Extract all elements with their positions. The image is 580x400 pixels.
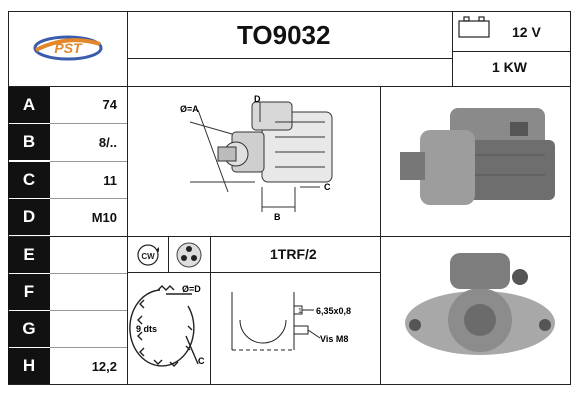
row-c-letter: C bbox=[22, 170, 36, 189]
starter-front-photo bbox=[405, 253, 555, 355]
header-logo-divider bbox=[127, 11, 128, 86]
flange-arc bbox=[239, 319, 287, 344]
pinion-photo bbox=[400, 152, 425, 180]
gear-dia-d: Ø=D bbox=[182, 284, 201, 294]
rotation-label: CW bbox=[141, 252, 155, 261]
gear-teeth-count: 9 dts bbox=[136, 324, 157, 334]
border-left bbox=[8, 11, 9, 385]
battery-icon bbox=[458, 16, 490, 38]
border-bottom bbox=[8, 384, 571, 385]
row-f-letter: F bbox=[23, 282, 35, 301]
row-h-cell: H bbox=[8, 348, 50, 384]
row-g-cell: G bbox=[8, 311, 50, 347]
row-sep-cd bbox=[50, 198, 127, 199]
mount-col-divider bbox=[210, 236, 211, 384]
header-spec-divider bbox=[452, 11, 453, 86]
mid-divider bbox=[8, 236, 571, 237]
logo-ring bbox=[33, 35, 103, 61]
header-divider bbox=[8, 86, 571, 87]
header-spec-row-divider bbox=[452, 51, 571, 52]
row-e-letter: E bbox=[23, 245, 35, 264]
row-c-cell: C bbox=[8, 162, 50, 198]
solenoid bbox=[251, 101, 293, 131]
pinion-front-photo bbox=[464, 304, 496, 336]
label-dia-a: Ø=A bbox=[180, 104, 199, 114]
mount-row-divider bbox=[127, 272, 380, 273]
border-top bbox=[8, 11, 571, 12]
screw-icon bbox=[293, 325, 309, 335]
row-g-letter: G bbox=[22, 319, 36, 338]
image-col-divider bbox=[380, 86, 381, 384]
starter-side-photo bbox=[400, 108, 555, 205]
row-b-value: 8/.. bbox=[98, 135, 117, 150]
row-a-value: 74 bbox=[102, 97, 117, 112]
terminal-screw: Vis M8 bbox=[320, 334, 348, 344]
label-b: B bbox=[274, 212, 281, 222]
row-sep-fg bbox=[50, 310, 127, 311]
pinion-gear-diagram: Ø=D 9 dts C bbox=[129, 284, 205, 367]
label-d: D bbox=[254, 94, 261, 104]
mount-code: 1TRF/2 bbox=[270, 246, 317, 262]
border-right bbox=[570, 11, 571, 385]
row-h-value: 12,2 bbox=[91, 359, 117, 374]
row-d-cell: D bbox=[8, 199, 50, 235]
gear-c-label: C bbox=[198, 356, 205, 366]
terminal-pins-icon bbox=[176, 242, 202, 268]
row-c-value: 11 bbox=[103, 173, 117, 188]
motor-photo bbox=[465, 140, 555, 200]
logo-swoosh bbox=[35, 38, 101, 52]
dim-a-line bbox=[197, 109, 229, 193]
part-number: TO9032 bbox=[237, 20, 331, 50]
row-b-cell: B bbox=[8, 124, 50, 160]
svg-text:1: 1 bbox=[298, 308, 302, 315]
row-sep-ab bbox=[50, 123, 127, 124]
solenoid-top-photo bbox=[450, 253, 510, 289]
label-c: C bbox=[324, 182, 331, 192]
value-col-divider bbox=[127, 86, 128, 384]
gear-teeth bbox=[137, 285, 193, 367]
header-title-divider bbox=[127, 58, 452, 59]
gear-dim-c bbox=[185, 335, 199, 365]
housing-photo bbox=[420, 130, 475, 205]
row-sep-ef bbox=[50, 273, 127, 274]
row-sep-gh bbox=[50, 347, 127, 348]
terminal-diagram: 1 6,35x0,8 Vis M8 bbox=[231, 292, 351, 351]
starter-dimension-diagram: Ø=A D B C bbox=[180, 94, 333, 222]
rotation-cw-icon: CW bbox=[137, 244, 159, 266]
gear-outline bbox=[129, 289, 195, 367]
row-sep-bc bbox=[50, 161, 127, 162]
logo-text: PST bbox=[54, 40, 83, 56]
row-b-letter: B bbox=[22, 132, 36, 151]
voltage-value: 12 V bbox=[512, 24, 541, 40]
row-d-value: M10 bbox=[91, 210, 117, 225]
row-f-cell: F bbox=[8, 274, 50, 310]
row-a-letter: A bbox=[22, 95, 36, 114]
row-d-letter: D bbox=[22, 207, 36, 226]
pinion bbox=[217, 146, 237, 162]
row-e-cell: E bbox=[8, 237, 50, 273]
power-value: 1 KW bbox=[492, 59, 527, 75]
rot-divider bbox=[168, 236, 169, 272]
terminal-thread: 6,35x0,8 bbox=[316, 306, 351, 316]
row-h-letter: H bbox=[22, 356, 36, 375]
pst-logo: PST bbox=[33, 35, 103, 61]
row-a-cell: A bbox=[8, 87, 50, 123]
